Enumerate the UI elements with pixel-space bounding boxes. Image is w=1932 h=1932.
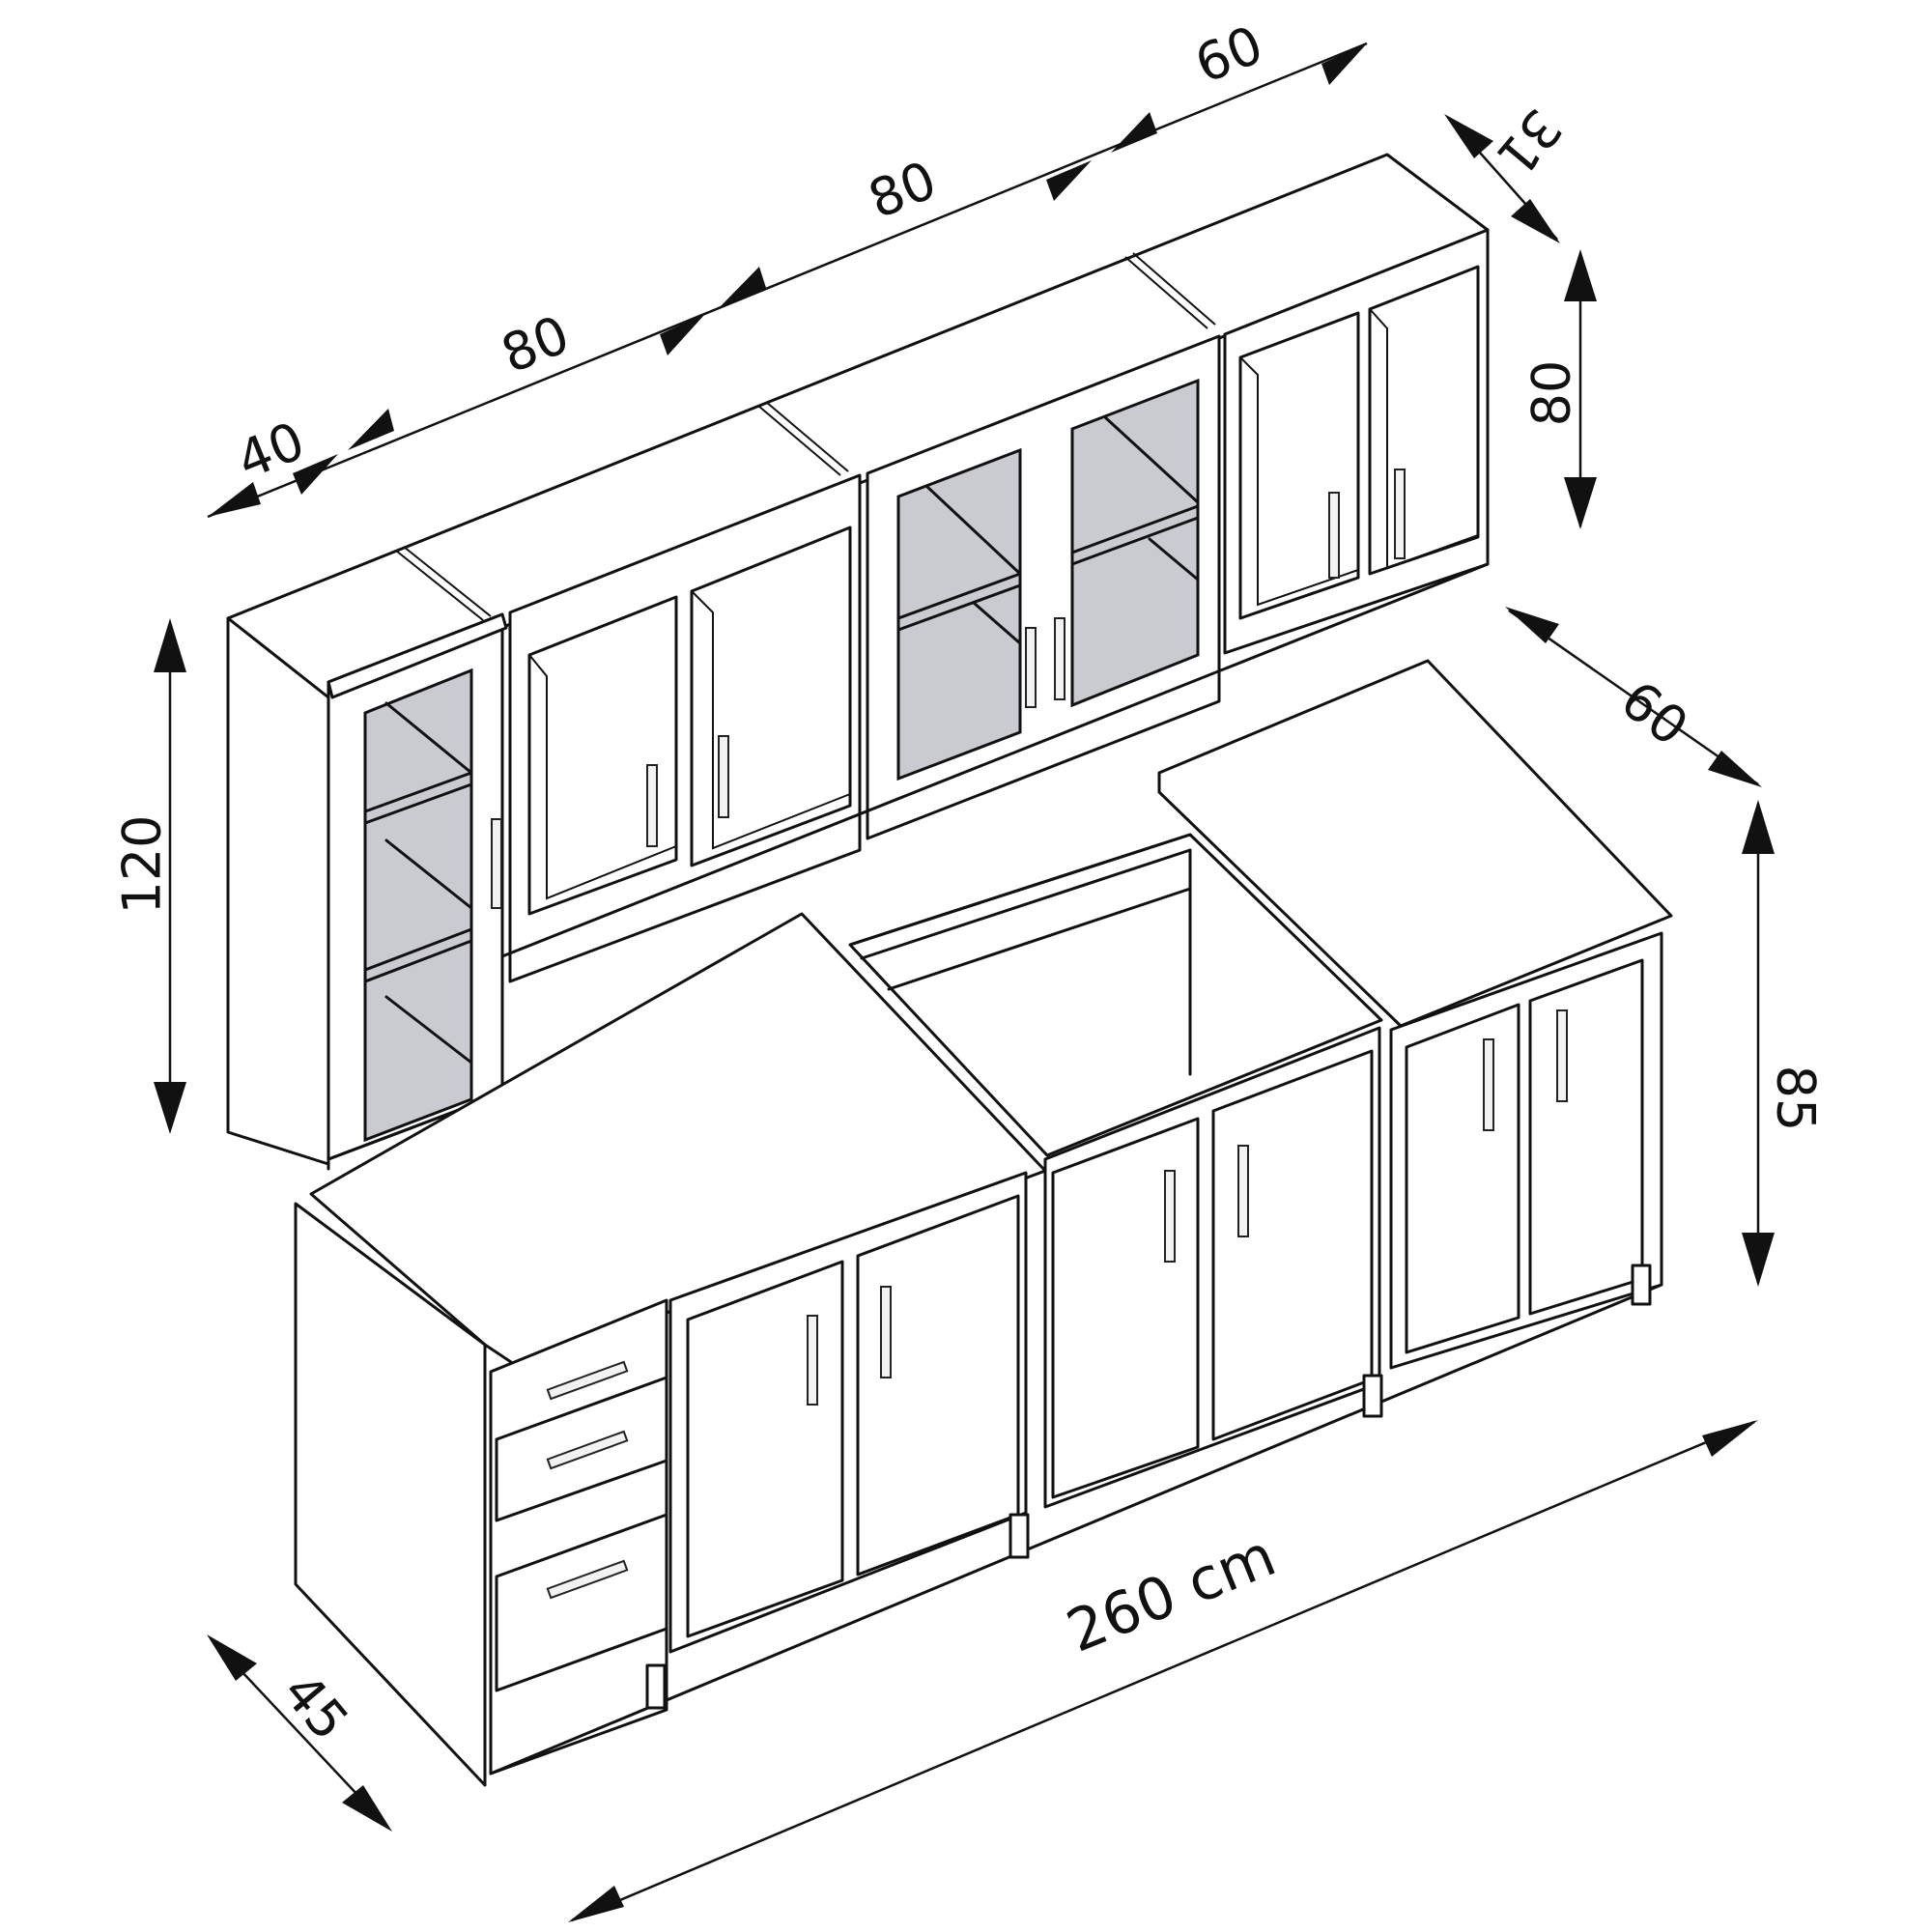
dimension-upper-widths [207, 42, 1368, 519]
drawer-2-handle[interactable] [546, 1430, 629, 1470]
corner-door-2-handle[interactable] [1556, 1009, 1568, 1102]
tall-unit-handle[interactable] [491, 818, 502, 909]
upper-glass-handle-2[interactable] [1054, 617, 1065, 700]
upper-right-handle-1[interactable] [1328, 492, 1340, 579]
dimension-base-height [1742, 800, 1775, 1287]
dimension-total-width [568, 1420, 1758, 1922]
drawer-1-handle[interactable] [546, 1360, 629, 1401]
dimension-tall-height [154, 618, 186, 1134]
corner-door-2[interactable] [1528, 958, 1644, 1316]
sink-door-1[interactable] [1051, 1117, 1200, 1499]
upper-right-door-2[interactable] [1368, 265, 1480, 576]
corner-door-1[interactable] [1405, 1003, 1520, 1354]
sink-door-2-handle[interactable] [1237, 1145, 1249, 1237]
upper-door-2[interactable] [690, 526, 852, 867]
upper-door-1-handle[interactable] [646, 764, 658, 847]
base-door-1-handle[interactable] [807, 1315, 818, 1406]
base-cabinets [294, 659, 1673, 1787]
drawer-3[interactable] [495, 1513, 668, 1692]
upper-right-handle-2[interactable] [1394, 469, 1406, 559]
upper-door-1[interactable] [527, 595, 678, 916]
corner-door-1-handle[interactable] [1483, 1038, 1494, 1131]
upper-glass-handle-1[interactable] [1025, 627, 1037, 708]
label-tall-height: 120 [111, 814, 173, 915]
dimension-corner-depth [1505, 607, 1762, 787]
label-base-height: 85 [1765, 1065, 1827, 1132]
dimension-base-depth [207, 1634, 392, 1832]
sink-door-1-handle[interactable] [1164, 1170, 1176, 1263]
upper-cabinets [226, 153, 1490, 1171]
dimension-upper-depth [1444, 114, 1560, 243]
base-door-2[interactable] [856, 1194, 1020, 1577]
base-door-2-handle[interactable] [880, 1286, 892, 1378]
sink-door-2[interactable] [1211, 1049, 1374, 1441]
base-door-1[interactable] [686, 1260, 844, 1638]
label-upper-height: 80 [1520, 359, 1582, 427]
upper-door-2-handle[interactable] [718, 735, 729, 818]
dimension-upper-height [1564, 249, 1597, 529]
drawer-3-handle[interactable] [546, 1559, 629, 1600]
